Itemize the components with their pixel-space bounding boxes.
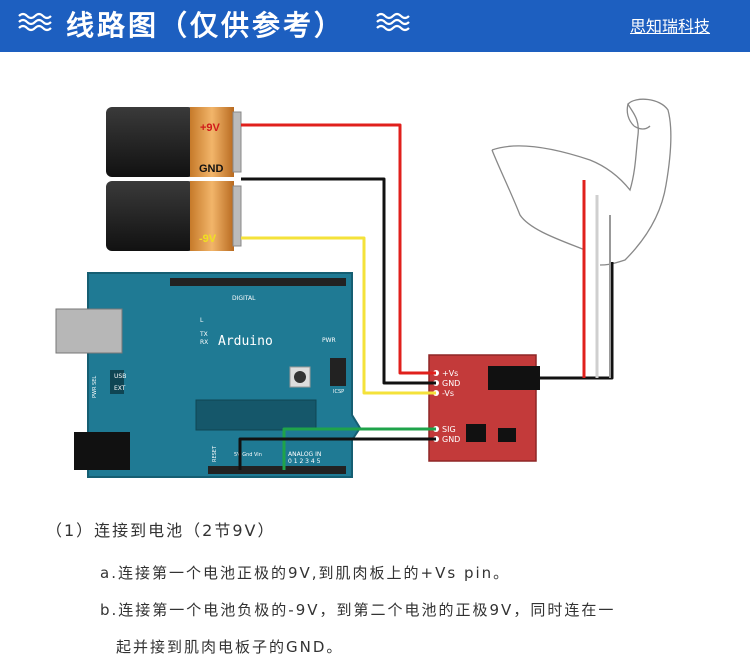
usb-label: USB xyxy=(114,373,126,380)
pin-vs-minus-label: -Vs xyxy=(442,389,454,398)
page-header: 线路图（仅供参考） 思知瑞科技 xyxy=(0,0,750,52)
analog-label: ANALOG IN xyxy=(288,451,321,458)
wave-icon xyxy=(376,12,410,32)
company-link[interactable]: 思知瑞科技 xyxy=(630,17,711,36)
reset-label: RESET xyxy=(212,445,218,462)
wave-icon xyxy=(18,12,52,32)
arm-illustration xyxy=(491,98,672,266)
pwr-sel-label: PWR SEL xyxy=(92,376,98,398)
battery-minus-label: -9V xyxy=(199,233,217,245)
rx-label: RX xyxy=(200,339,208,346)
arduino-board: Arduino DIGITAL ANALOG IN 0 1 2 3 4 5 PW… xyxy=(55,272,362,478)
step-heading: （1）连接到电池（2节9V） xyxy=(46,521,276,540)
page-title: 线路图（仅供参考） xyxy=(66,9,346,42)
power-pin-label: 5V Gnd Vin xyxy=(234,452,262,458)
wiring-diagram: +9V GND -9V Arduino DIGITAL ANALOG IN 0 … xyxy=(55,98,672,478)
l-label: L xyxy=(200,317,204,324)
pin-sig-label: SIG xyxy=(442,425,456,434)
battery-plus-label: +9V xyxy=(200,122,221,134)
arduino-label: Arduino xyxy=(218,334,273,349)
analog-numbers: 0 1 2 3 4 5 xyxy=(288,458,321,465)
digital-label: DIGITAL xyxy=(232,295,256,302)
muscle-sensor-board: +Vs GND -Vs SIG GND xyxy=(428,354,540,462)
step-b: b.连接第一个电池负极的-9V，到第二个电池的正极9V，同时连在一 xyxy=(100,601,616,619)
icsp-label: ICSP xyxy=(333,389,344,395)
pin-gnd-label: GND xyxy=(442,379,460,388)
wires xyxy=(238,123,614,470)
pin-gnd2-label: GND xyxy=(442,435,460,444)
tx-label: TX xyxy=(199,331,208,338)
battery-1: +9V GND xyxy=(106,107,242,177)
pwr-label: PWR xyxy=(322,337,336,344)
battery-2: -9V xyxy=(106,181,242,251)
pin-vs-plus-label: +Vs xyxy=(442,369,458,378)
step-b-continued: 起并接到肌肉电板子的GND。 xyxy=(116,638,344,656)
battery-gnd-label: GND xyxy=(199,163,224,175)
ext-label: EXT xyxy=(114,385,126,392)
step-a: a.连接第一个电池正极的9V,到肌肉板上的+Vs pin。 xyxy=(100,564,511,582)
